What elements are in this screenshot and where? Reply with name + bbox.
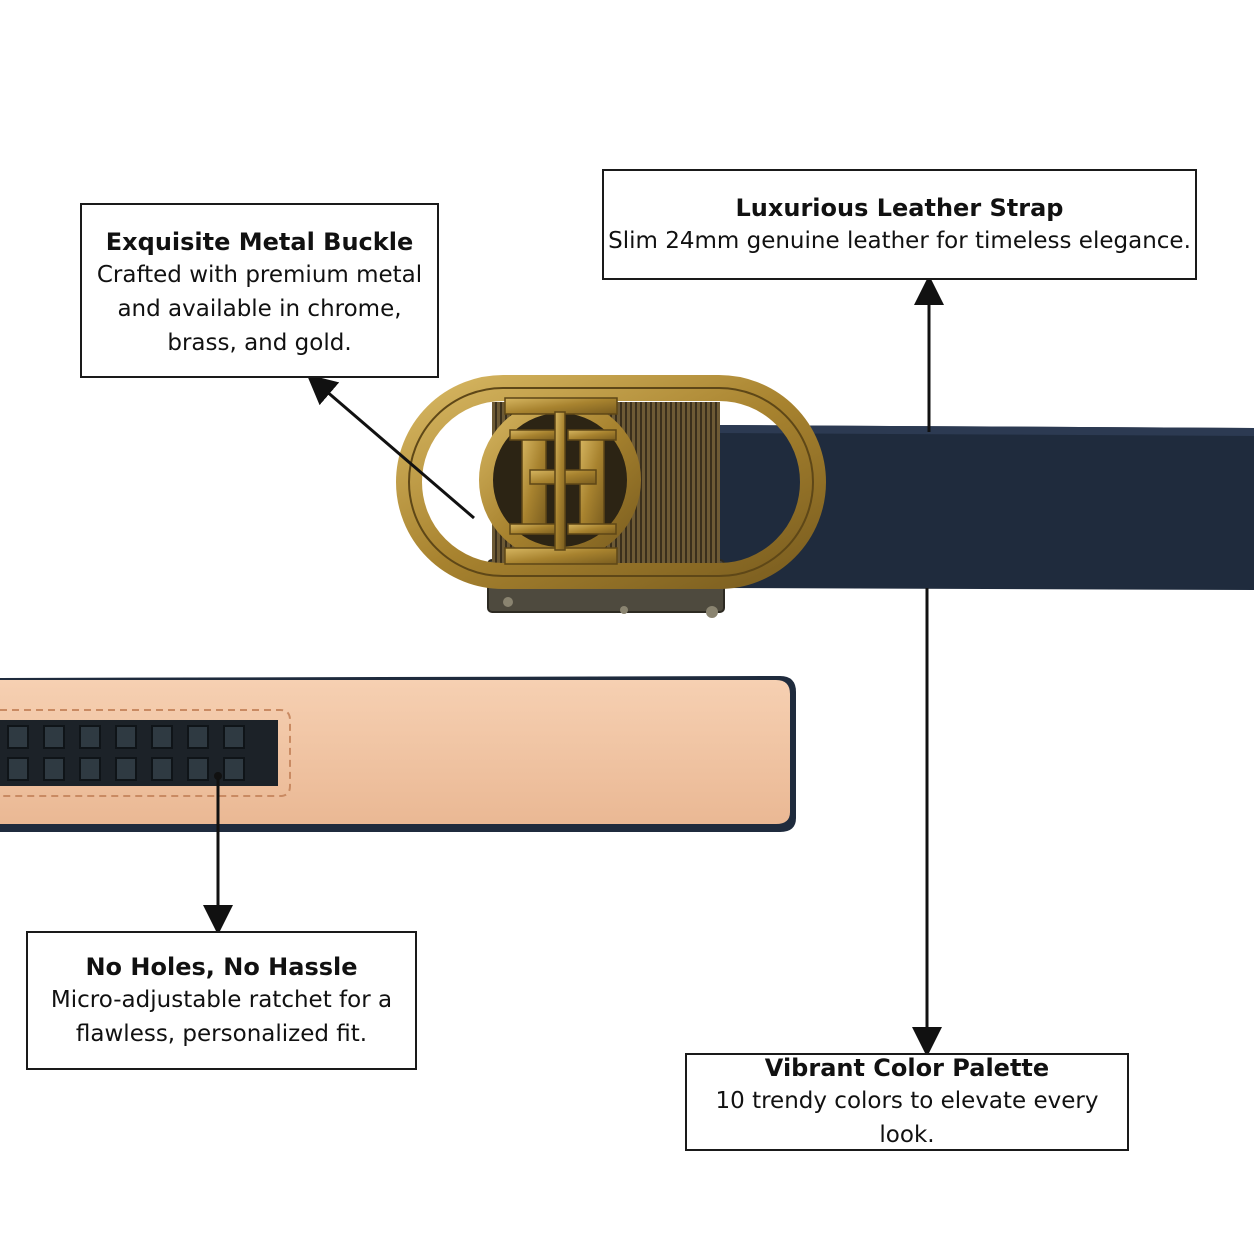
leather-strap: [720, 425, 1254, 590]
strap-underside: [0, 676, 796, 832]
callout-text: Crafted with premium metal: [96, 261, 423, 288]
callout-metal-buckle: Exquisite Metal Buckle Crafted with prem…: [80, 203, 439, 378]
callout-leather-strap: Luxurious Leather Strap Slim 24mm genuin…: [602, 169, 1197, 280]
callout-title: Vibrant Color Palette: [764, 1054, 1050, 1082]
callout-text: flawless, personalized fit.: [75, 1020, 368, 1047]
callout-text: 10 trendy colors to elevate every look.: [715, 1088, 1099, 1148]
callout-text: Slim 24mm genuine leather for timeless e…: [608, 227, 1191, 254]
callout-title: Luxurious Leather Strap: [735, 193, 1064, 222]
callout-text: brass, and gold.: [167, 329, 352, 356]
buckle-logo-h-icon: [504, 397, 618, 565]
callout-title: No Holes, No Hassle: [85, 952, 358, 981]
arrow-icon: [203, 275, 944, 1057]
metal-buckle: [396, 375, 826, 618]
buckle-arrow: [306, 374, 475, 520]
callout-title: Exquisite Metal Buckle: [105, 227, 414, 256]
callout-color-palette: Vibrant Color Palette 10 trendy colors t…: [685, 1053, 1129, 1151]
callout-text: Micro-adjustable ratchet for a: [50, 986, 393, 1013]
callout-text: and available in chrome,: [117, 295, 402, 322]
callout-no-holes: No Holes, No Hassle Micro-adjustable rat…: [26, 931, 417, 1070]
